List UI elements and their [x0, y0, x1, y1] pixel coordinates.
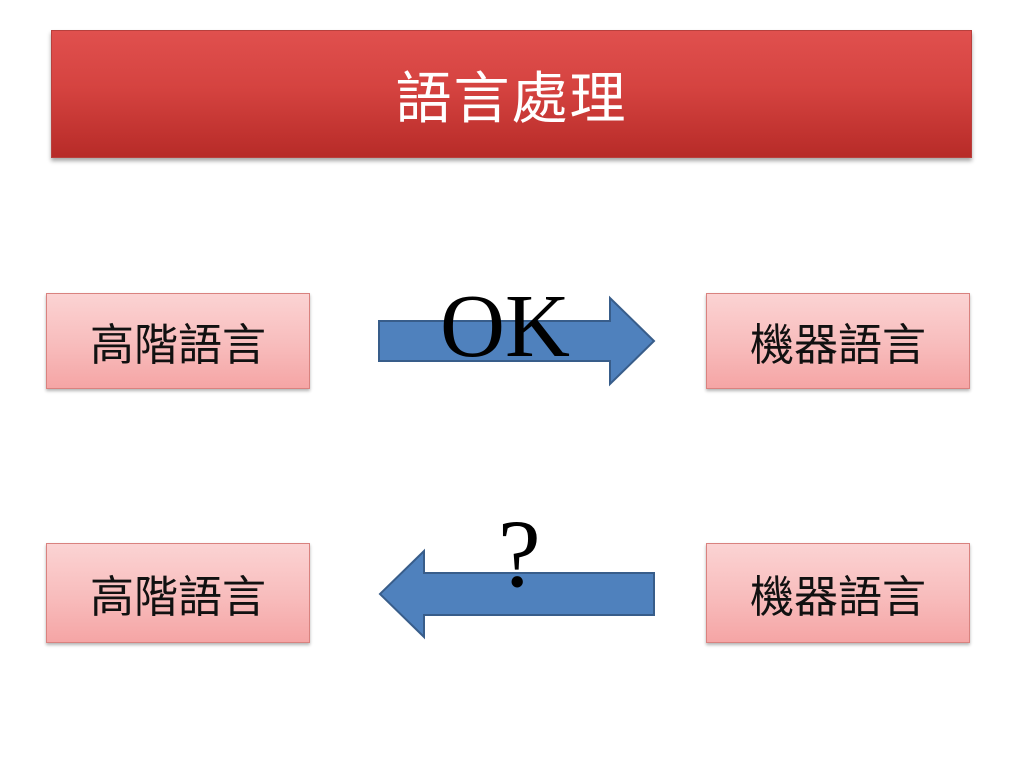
- right-arrow-icon: [378, 295, 656, 387]
- high-level-language-box-bottom: 高階語言: [46, 543, 310, 643]
- high-level-language-label-top: 高階語言: [90, 320, 266, 371]
- left-arrow-icon: [378, 548, 655, 640]
- machine-language-box-top: 機器語言: [706, 293, 970, 389]
- machine-language-box-bottom: 機器語言: [706, 543, 970, 643]
- arrow-caption-question: ?: [498, 500, 541, 607]
- arrow-caption-ok: OK: [440, 277, 570, 376]
- machine-language-label-top: 機器語言: [750, 320, 926, 371]
- high-level-language-label-bottom: 高階語言: [90, 572, 266, 623]
- high-level-language-box-top: 高階語言: [46, 293, 310, 389]
- title-bar: 語言處理: [51, 30, 972, 158]
- machine-language-label-bottom: 機器語言: [750, 572, 926, 623]
- slide-title: 語言處理: [395, 66, 628, 132]
